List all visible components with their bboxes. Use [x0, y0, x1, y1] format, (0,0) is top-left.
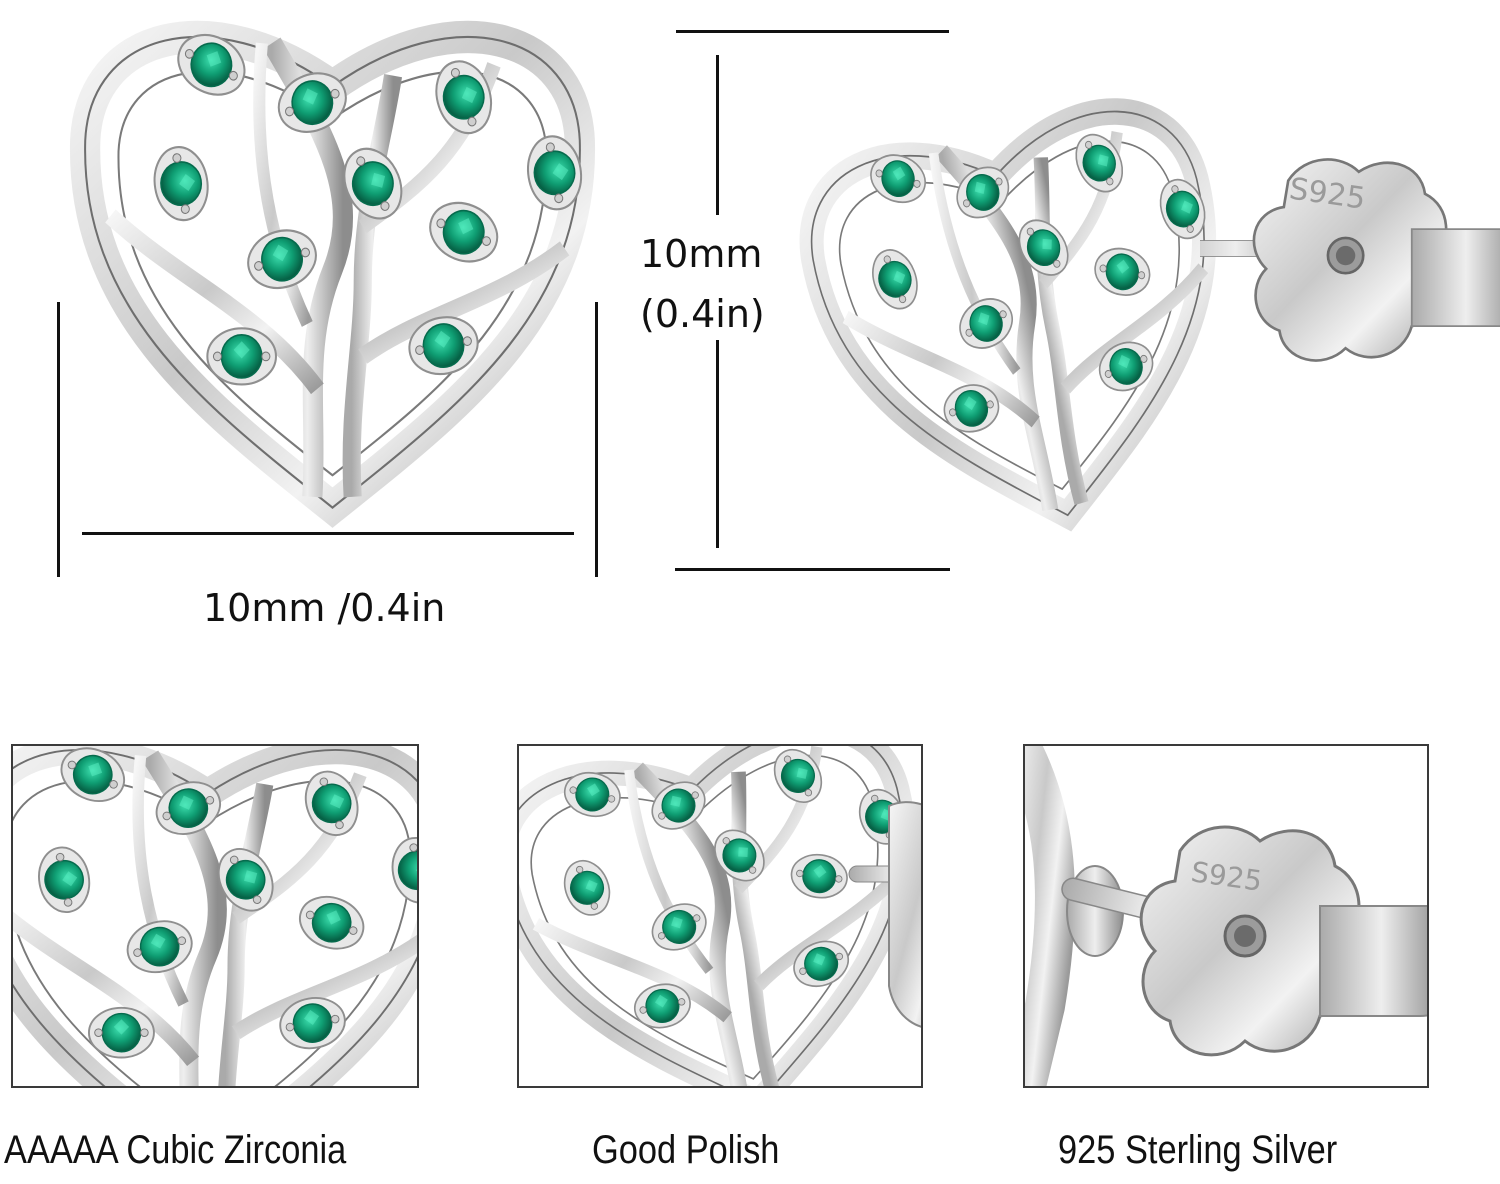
height-dimension-bottom	[675, 568, 950, 571]
earring-back-side: S925	[1200, 110, 1500, 410]
caption-sterling-silver: 925 Sterling Silver	[1058, 1128, 1338, 1172]
caption-cubic-zirconia: AAAAA Cubic Zirconia	[4, 1128, 347, 1172]
detail-panel-cubic-zirconia	[11, 744, 419, 1088]
detail-panel-sterling-silver: S925	[1023, 744, 1429, 1088]
earring-front-view	[60, 0, 605, 540]
width-dimension-line	[82, 532, 574, 535]
earring-side-view	[775, 60, 1255, 560]
height-dimension-top	[676, 30, 949, 33]
height-dimension-lower-stem	[716, 340, 719, 548]
height-dimension-label-1: 10mm	[640, 232, 763, 276]
width-dimension-label: 10mm /0.4in	[203, 586, 446, 630]
width-dimension-tick-left	[57, 302, 60, 577]
width-dimension-tick-right	[595, 302, 598, 577]
detail-panel-good-polish	[517, 744, 923, 1088]
height-dimension-upper-stem	[716, 55, 719, 215]
caption-good-polish: Good Polish	[592, 1128, 780, 1172]
height-dimension-label-2: (0.4in)	[640, 292, 765, 336]
